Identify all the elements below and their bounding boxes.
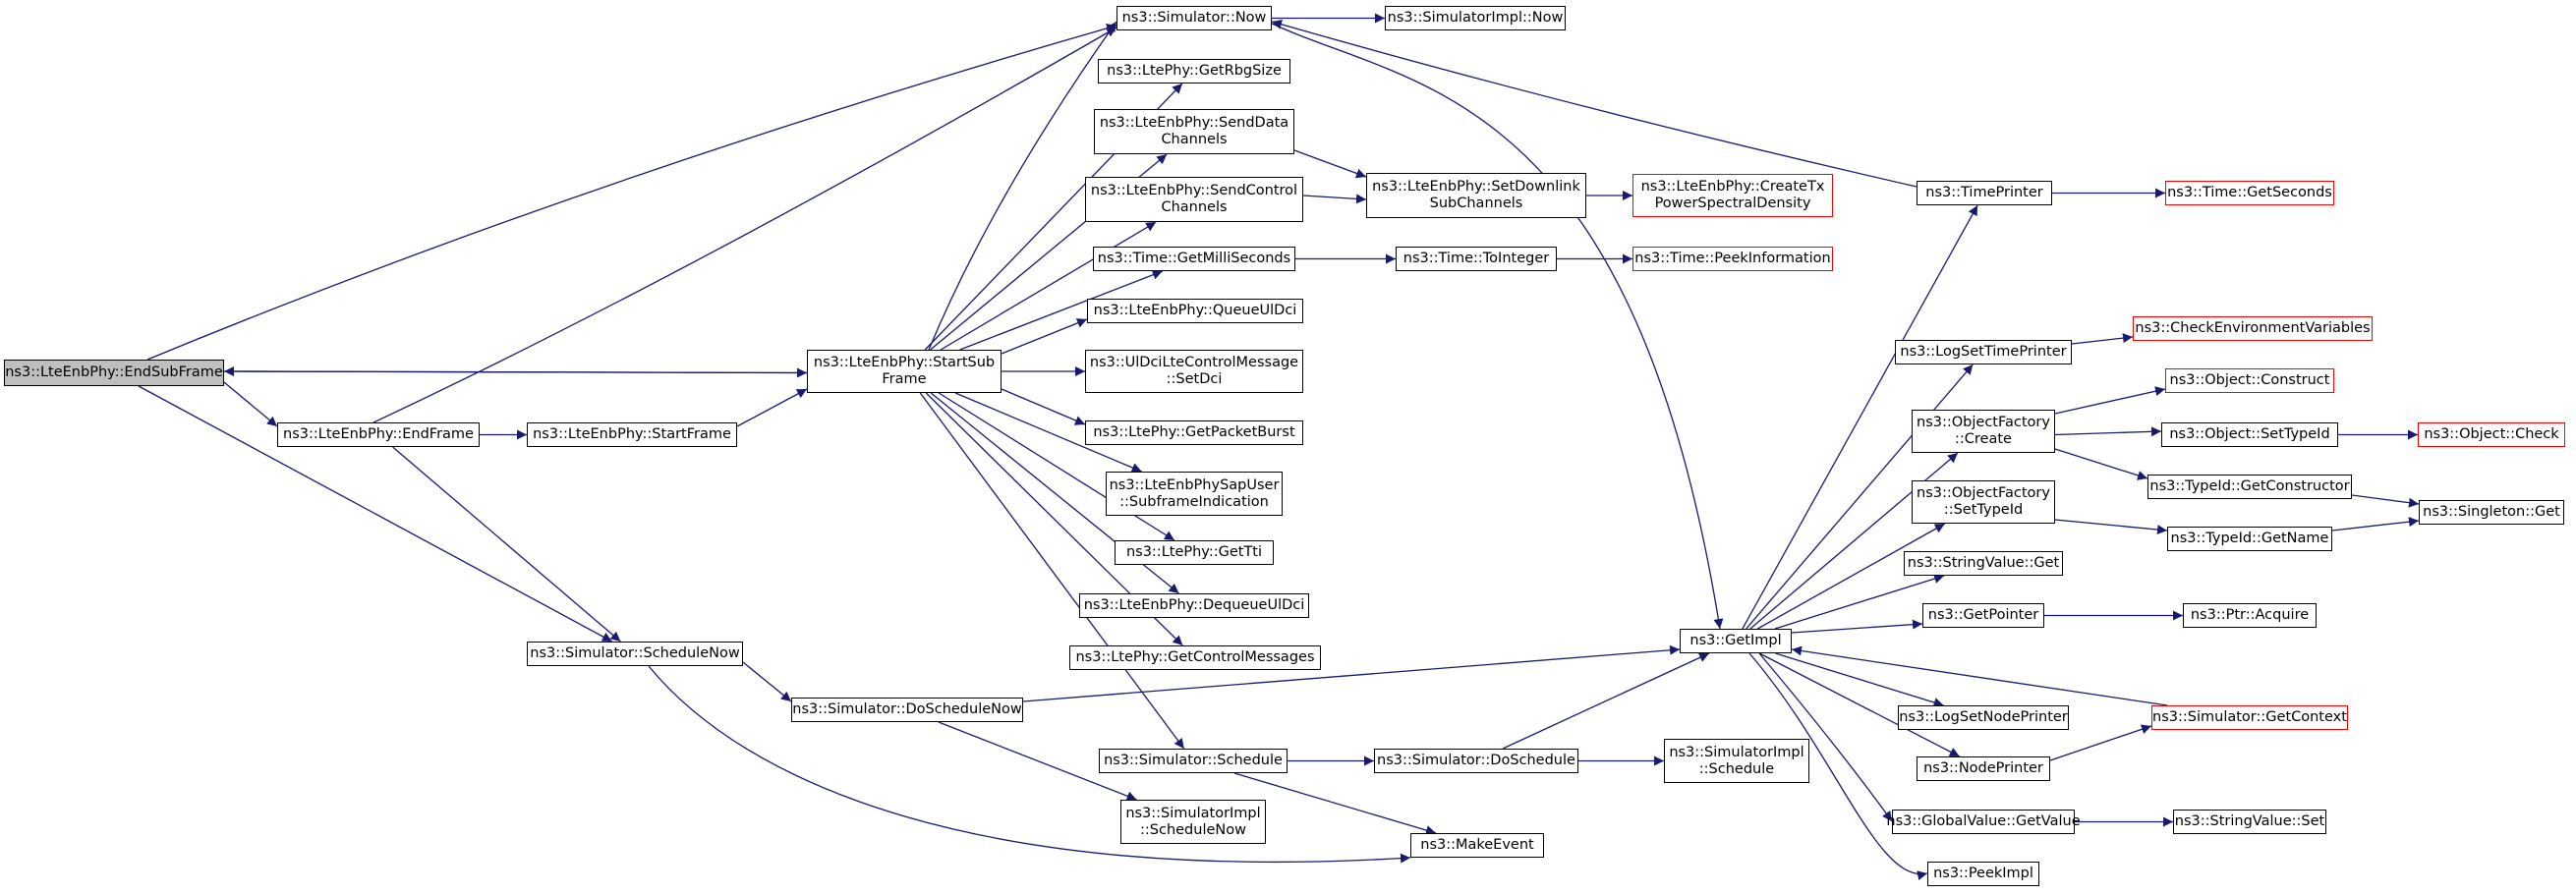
edge-get-impl-to-node-printer — [1758, 652, 1961, 757]
node-schedule[interactable]: ns3::Simulator::Schedule — [1099, 749, 1288, 773]
node-to-integer[interactable]: ns3::Time::ToInteger — [1396, 247, 1557, 271]
node-string-value-set[interactable]: ns3::StringValue::Set — [2173, 810, 2326, 834]
node-get-seconds[interactable]: ns3::Time::GetSeconds — [2165, 181, 2334, 205]
node-do-schedule[interactable]: ns3::Simulator::DoSchedule — [1374, 749, 1578, 773]
node-get-milli-seconds[interactable]: ns3::Time::GetMilliSeconds — [1093, 247, 1295, 271]
edge-end-sub-frame-to-end-frame — [223, 381, 278, 427]
node-obj-check[interactable]: ns3::Object::Check — [2418, 422, 2565, 447]
edge-type-id-get-name-to-singleton-get — [2331, 517, 2420, 531]
edge-end-frame-to-schedule-now — [392, 446, 621, 643]
node-do-schedule-now[interactable]: ns3::Simulator::DoScheduleNow — [791, 698, 1023, 722]
edge-start-sub-frame-to-subframe-indication — [954, 392, 1142, 473]
edge-do-schedule-now-to-get-impl — [1022, 644, 1681, 702]
edge-get-impl-to-log-set-time-printer — [1746, 364, 1974, 630]
node-get-context[interactable]: ns3::Simulator::GetContext — [2151, 705, 2348, 730]
edge-start-sub-frame-to-get-tti — [938, 392, 1175, 541]
node-impl-schedule[interactable]: ns3::SimulatorImpl ::Schedule — [1664, 739, 1809, 783]
edge-get-impl-to-global-value-get-value — [1758, 652, 1893, 822]
edge-start-sub-frame-to-get-milli-seconds — [959, 269, 1164, 351]
edge-get-constructor-to-singleton-get — [2351, 494, 2420, 508]
node-get-rbg-size[interactable]: ns3::LtePhy::GetRbgSize — [1098, 59, 1290, 84]
edge-start-sub-frame-to-queue-ul-dci — [1001, 318, 1088, 355]
edge-start-sub-frame-to-end-sub-frame — [223, 366, 808, 377]
edge-get-impl-to-string-value-get — [1774, 574, 1945, 630]
node-singleton-get[interactable]: ns3::Singleton::Get — [2419, 500, 2564, 525]
edge-end-sub-frame-to-schedule-now — [138, 385, 613, 643]
edge-time-printer-to-sim-now — [1271, 19, 1918, 188]
edge-schedule-to-make-event — [1233, 772, 1437, 835]
edge-ofcreate-to-obj-set-type-id — [2054, 426, 2162, 437]
node-time-printer[interactable]: ns3::TimePrinter — [1917, 181, 2052, 205]
node-send-control-channels[interactable]: ns3::LteEnbPhy::SendControl Channels — [1085, 177, 1303, 222]
node-subframe-indication[interactable]: ns3::LteEnbPhySapUser ::SubframeIndicati… — [1106, 472, 1283, 516]
node-node-printer[interactable]: ns3::NodePrinter — [1917, 756, 2050, 781]
edge-schedule-now-to-make-event — [648, 665, 1411, 864]
node-start-sub-frame[interactable]: ns3::LteEnbPhy::StartSub Frame — [807, 350, 1002, 393]
edge-sim-now-to-get-impl — [1267, 21, 1724, 630]
edge-start-sub-frame-to-sim-now — [928, 21, 1117, 351]
edge-get-impl-to-ofset-type-id — [1756, 523, 1946, 630]
edge-send-data-channels-to-set-downlink-sub-channels — [1293, 149, 1367, 179]
edge-end-frame-to-sim-now — [372, 27, 1117, 423]
edge-get-impl-to-peek-impl — [1748, 652, 1928, 880]
node-log-set-node-printer[interactable]: ns3::LogSetNodePrinter — [1898, 705, 2069, 730]
node-log-set-time-printer[interactable]: ns3::LogSetTimePrinter — [1895, 340, 2072, 364]
node-global-value-get-value[interactable]: ns3::GlobalValue::GetValue — [1886, 810, 2081, 834]
node-send-data-channels[interactable]: ns3::LteEnbPhy::SendData Channels — [1094, 109, 1294, 154]
node-get-impl[interactable]: ns3::GetImpl — [1680, 629, 1792, 653]
node-obj-set-type-id[interactable]: ns3::Object::SetTypeId — [2161, 422, 2338, 447]
node-get-control-messages[interactable]: ns3::LtePhy::GetControlMessages — [1069, 645, 1321, 670]
edge-log-set-time-printer-to-check-env — [2071, 333, 2134, 345]
edge-do-schedule-now-to-impl-schedule-now — [938, 721, 1137, 802]
edge-end-sub-frame-to-sim-now — [146, 23, 1117, 361]
node-string-value-get[interactable]: ns3::StringValue::Get — [1904, 551, 2063, 576]
node-impl-schedule-now[interactable]: ns3::SimulatorImpl ::ScheduleNow — [1120, 800, 1266, 844]
edge-ofcreate-to-obj-construct — [2054, 386, 2166, 415]
node-ofcreate[interactable]: ns3::ObjectFactory ::Create — [1912, 410, 2055, 453]
edge-get-impl-to-log-set-node-printer — [1775, 652, 1944, 707]
node-end-frame[interactable]: ns3::LteEnbPhy::EndFrame — [277, 422, 480, 447]
node-dequeue-ul-dci[interactable]: ns3::LteEnbPhy::DequeueUlDci — [1079, 593, 1309, 618]
edge-start-frame-to-start-sub-frame — [736, 388, 808, 427]
edge-node-printer-to-get-context — [2049, 724, 2152, 761]
node-start-frame[interactable]: ns3::LteEnbPhy::StartFrame — [527, 422, 737, 447]
node-peek-impl[interactable]: ns3::PeekImpl — [1927, 862, 2039, 886]
edge-do-schedule-to-get-impl — [1502, 652, 1710, 750]
node-sim-now[interactable]: ns3::Simulator::Now — [1116, 6, 1272, 30]
node-set-downlink-sub-channels[interactable]: ns3::LteEnbPhy::SetDownlink SubChannels — [1366, 173, 1586, 218]
node-queue-ul-dci[interactable]: ns3::LteEnbPhy::QueueUlDci — [1087, 299, 1303, 323]
edge-start-sub-frame-to-get-packet-burst — [1001, 388, 1086, 425]
node-type-id-get-name[interactable]: ns3::TypeId::GetName — [2167, 527, 2332, 551]
edge-start-sub-frame-to-schedule — [919, 392, 1185, 750]
node-set-dci[interactable]: ns3::UlDciLteControlMessage ::SetDci — [1085, 350, 1303, 393]
node-get-packet-burst[interactable]: ns3::LtePhy::GetPacketBurst — [1085, 420, 1303, 445]
node-end-sub-frame: ns3::LteEnbPhy::EndSubFrame — [4, 360, 224, 386]
edge-ofset-type-id-to-type-id-get-name — [2054, 519, 2168, 535]
node-obj-construct[interactable]: ns3::Object::Construct — [2165, 368, 2334, 393]
node-get-pointer[interactable]: ns3::GetPointer — [1922, 603, 2044, 628]
edge-get-context-to-get-impl — [1791, 645, 2168, 706]
edge-schedule-now-to-do-schedule-now — [742, 661, 792, 702]
edge-start-sub-frame-to-send-control-channels — [940, 221, 1157, 351]
node-sim-impl-now[interactable]: ns3::SimulatorImpl::Now — [1385, 6, 1566, 30]
node-get-constructor[interactable]: ns3::TypeId::GetConstructor — [2147, 475, 2352, 499]
node-get-tti[interactable]: ns3::LtePhy::GetTti — [1115, 540, 1274, 565]
edge-get-impl-to-time-printer — [1742, 204, 1978, 630]
edge-send-control-channels-to-set-downlink-sub-channels — [1302, 194, 1367, 204]
node-check-env[interactable]: ns3::CheckEnvironmentVariables — [2133, 316, 2373, 341]
node-make-event[interactable]: ns3::MakeEvent — [1410, 833, 1544, 858]
node-ptr-acquire[interactable]: ns3::Ptr::Acquire — [2183, 603, 2317, 628]
node-create-tx-psd[interactable]: ns3::LteEnbPhy::CreateTx PowerSpectralDe… — [1632, 174, 1833, 217]
node-peek-information[interactable]: ns3::Time::PeekInformation — [1632, 247, 1833, 271]
edge-ofcreate-to-get-constructor — [2054, 448, 2148, 480]
edge-get-impl-to-get-pointer — [1791, 619, 1923, 634]
node-schedule-now[interactable]: ns3::Simulator::ScheduleNow — [527, 642, 743, 666]
node-ofset-type-id[interactable]: ns3::ObjectFactory ::SetTypeId — [1912, 480, 2055, 524]
